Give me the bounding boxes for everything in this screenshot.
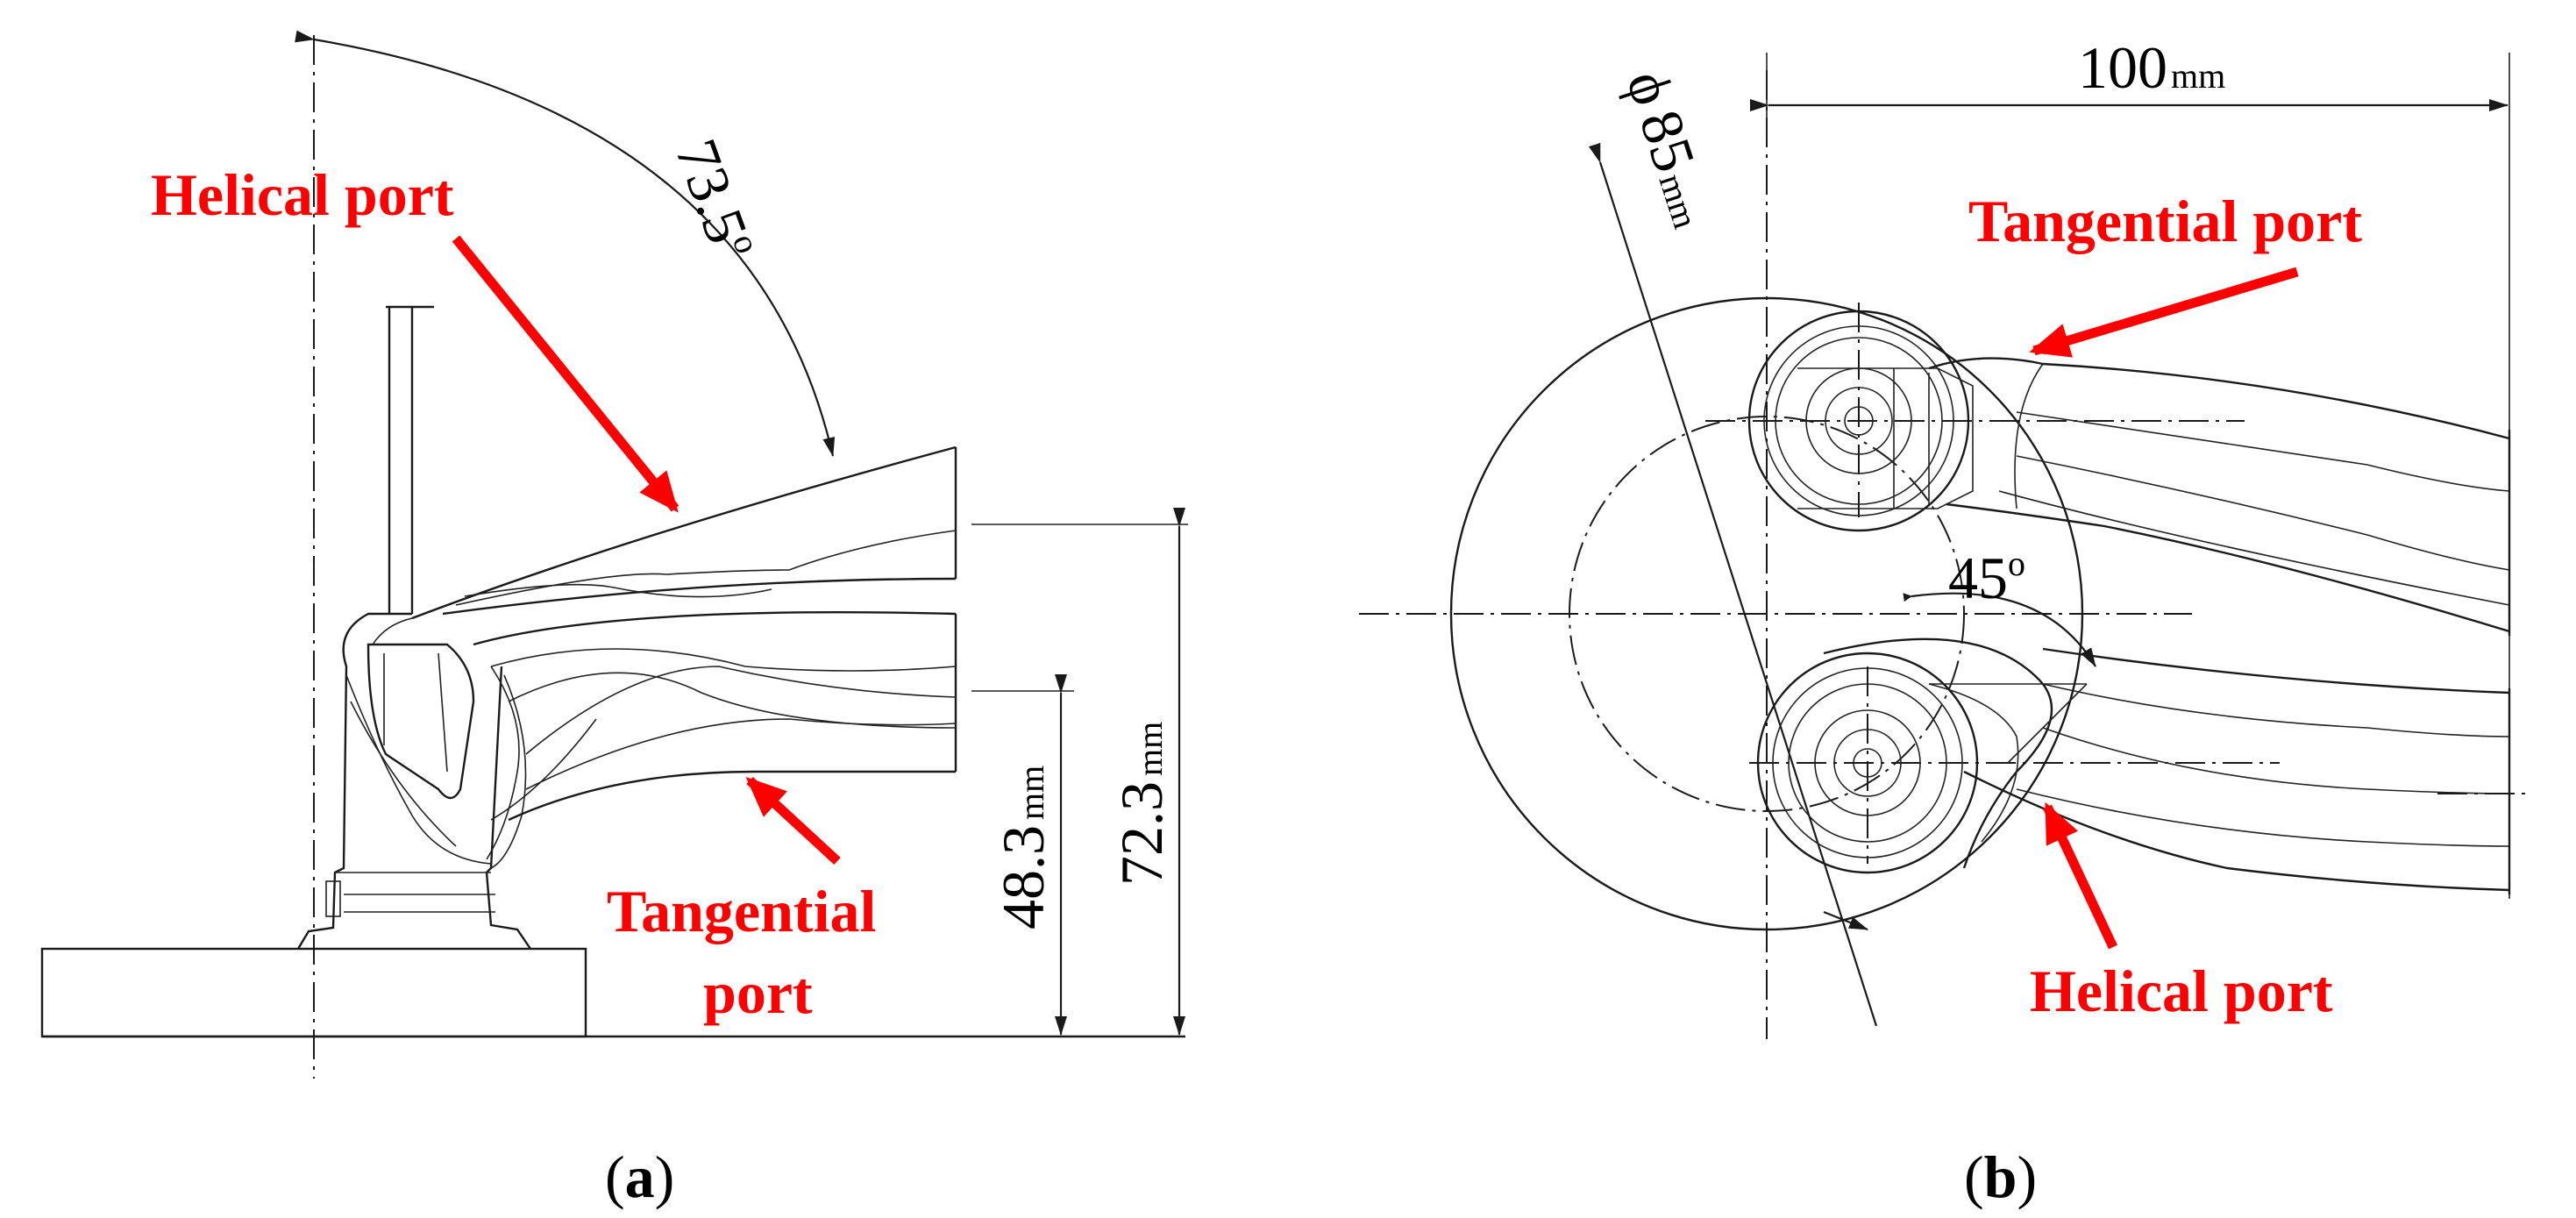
tangential-valve [1747, 310, 1974, 532]
helical-port-label-b: Helical port [2030, 958, 2333, 1024]
dim-48-3-label: 48.3mm [990, 766, 1057, 930]
tangential-port-label-a-line2: port [703, 959, 813, 1026]
helical-port-arrow-b [2043, 801, 2117, 950]
angle-73-5-arc [295, 30, 836, 457]
helical-port-label-a: Helical port [151, 161, 454, 228]
helical-port-runner-b [1963, 647, 2525, 894]
helical-port-runner [372, 445, 957, 645]
panel-a-caption: (a) [605, 1143, 674, 1210]
valve-body [296, 612, 531, 950]
valve-stem [386, 305, 434, 614]
diameter-85-line [1588, 142, 1878, 1027]
tangential-port-runner [473, 610, 957, 822]
helical-port-arrow-a [452, 235, 680, 513]
angle-45-label: 45o [1948, 544, 2025, 611]
angle-45-arc [1903, 592, 2096, 667]
tangential-port-label-a-line1: Tangential [607, 878, 876, 944]
panel-a-side-view: Helical port Tangential port 73.5o 48.3m… [40, 30, 1188, 1210]
tangential-port-runner-b [1928, 357, 2511, 636]
panel-b-caption: (b) [1964, 1143, 2037, 1210]
tangential-port-arrow-a [745, 776, 841, 865]
tangential-port-arrow-b [2029, 267, 2299, 358]
diameter-85-label: ϕ85mm [1614, 62, 1727, 235]
angle-73-5-label: 73.5o [663, 131, 768, 268]
dim-72-3-label: 72.3mm [1108, 722, 1175, 886]
tangential-port-label-b: Tangential port [1968, 188, 2362, 254]
